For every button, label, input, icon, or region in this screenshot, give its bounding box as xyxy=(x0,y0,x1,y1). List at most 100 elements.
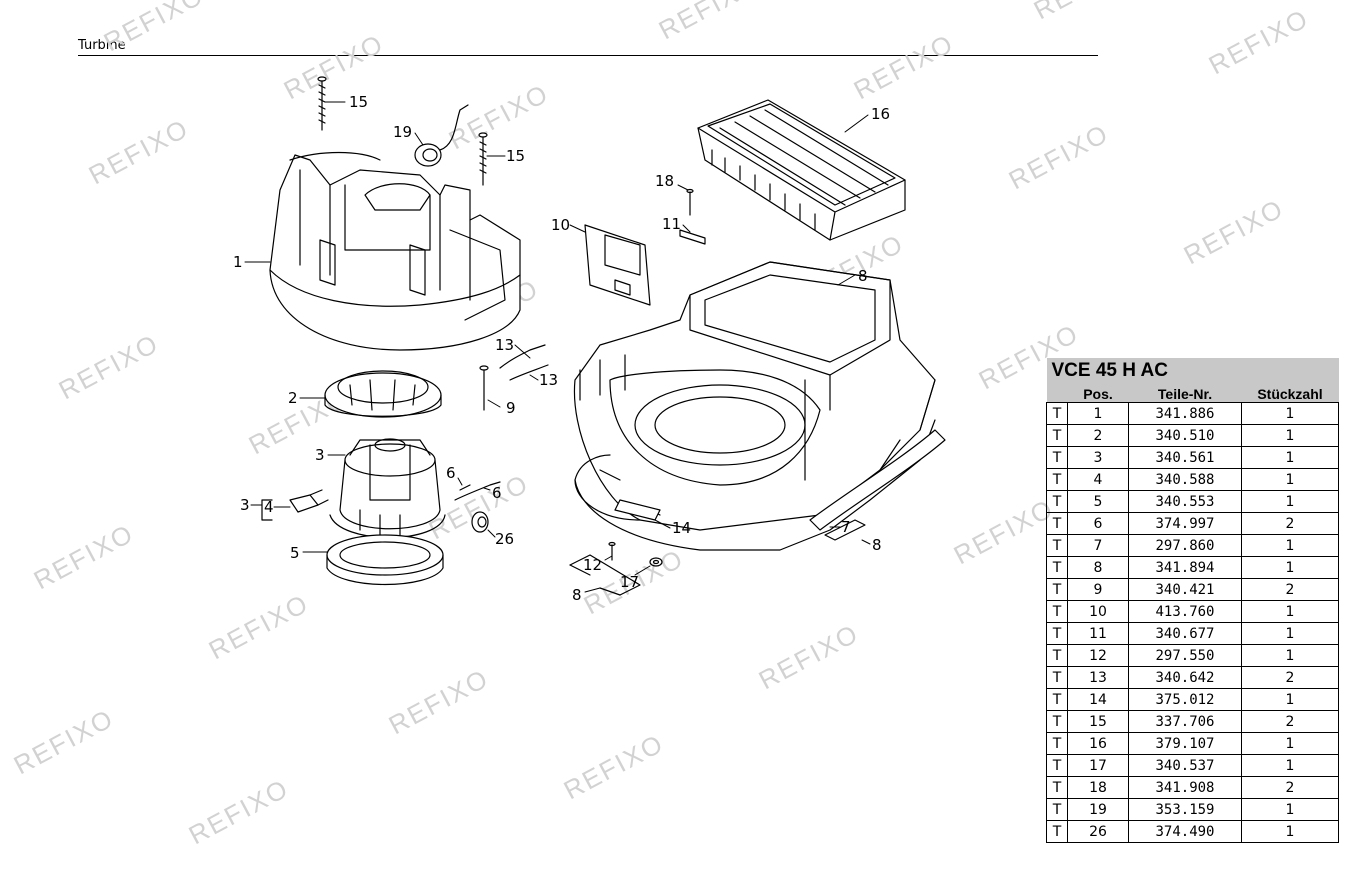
watermark-text: REFIXO xyxy=(204,588,314,666)
part-number-cell: 375.012 xyxy=(1128,688,1242,711)
callout-label: 12 xyxy=(583,556,602,574)
watermark-text: REFIXO xyxy=(1179,193,1289,271)
position-cell: 2 xyxy=(1067,424,1129,447)
part-number-cell: 374.490 xyxy=(1128,820,1242,843)
quantity-cell: 1 xyxy=(1241,732,1339,755)
position-cell: 5 xyxy=(1067,490,1129,513)
watermark-text: REFIXO xyxy=(754,618,864,696)
model-name: VCE 45 H AC xyxy=(1046,358,1242,382)
callout-label: 3 xyxy=(315,446,325,464)
callout-label: 1 xyxy=(233,253,243,271)
watermark-text: REFIXO xyxy=(1004,118,1114,196)
part-number-cell: 340.588 xyxy=(1128,468,1242,491)
watermark-text: REFIXO xyxy=(99,0,209,57)
watermark-text: REFIXO xyxy=(849,28,959,106)
quantity-cell: 2 xyxy=(1241,666,1339,689)
position-cell: 18 xyxy=(1067,776,1129,799)
callout-label: 8 xyxy=(872,536,882,554)
row-type-cell: T xyxy=(1046,490,1068,513)
quantity-cell: 2 xyxy=(1241,512,1339,535)
seal-part xyxy=(809,429,946,531)
position-cell: 12 xyxy=(1067,644,1129,667)
position-cell: 17 xyxy=(1067,754,1129,777)
row-type-cell: T xyxy=(1046,732,1068,755)
callout-label: 16 xyxy=(871,105,890,123)
base-housing-part xyxy=(573,261,936,551)
parts-table-header: Pos. Teile-Nr. Stückzahl xyxy=(1046,382,1339,403)
watermark-text: REFIXO xyxy=(9,703,119,781)
page-title: Turbine xyxy=(78,38,126,53)
position-cell: 19 xyxy=(1067,798,1129,821)
position-cell: 26 xyxy=(1067,820,1129,843)
position-cell: 3 xyxy=(1067,446,1129,469)
screw-9-part xyxy=(479,365,489,411)
screw-part xyxy=(317,76,327,131)
callout-label: 8 xyxy=(572,586,582,604)
watermark-text: REFIXO xyxy=(1029,0,1139,25)
column-header-quantity: Stückzahl xyxy=(1241,382,1339,403)
part-number-cell: 340.642 xyxy=(1128,666,1242,689)
quantity-cell: 1 xyxy=(1241,798,1339,821)
position-cell: 11 xyxy=(1067,622,1129,645)
row-type-cell: T xyxy=(1046,468,1068,491)
motor-seal-part xyxy=(326,534,444,586)
connector-part xyxy=(261,489,329,521)
watermark-text: REFIXO xyxy=(949,493,1059,571)
row-type-cell: T xyxy=(1046,446,1068,469)
callout-label: 13 xyxy=(539,371,558,389)
clip-part xyxy=(679,188,706,245)
part-number-cell: 379.107 xyxy=(1128,732,1242,755)
callout-label: 3 xyxy=(240,496,250,514)
position-cell: 1 xyxy=(1067,402,1129,425)
part-number-cell: 341.894 xyxy=(1128,556,1242,579)
part-number-cell: 340.537 xyxy=(1128,754,1242,777)
part-number-cell: 297.550 xyxy=(1128,644,1242,667)
position-cell: 9 xyxy=(1067,578,1129,601)
quantity-cell: 1 xyxy=(1241,820,1339,843)
row-type-cell: T xyxy=(1046,688,1068,711)
row-type-cell: T xyxy=(1046,402,1068,425)
group-bracket xyxy=(569,519,866,596)
watermark-text: REFIXO xyxy=(1204,3,1314,81)
row-type-cell: T xyxy=(1046,666,1068,689)
callout-label: 18 xyxy=(655,172,674,190)
part-number-cell: 340.510 xyxy=(1128,424,1242,447)
watermark-text: REFIXO xyxy=(54,328,164,406)
row-type-cell: T xyxy=(1046,512,1068,535)
callout-label: 17 xyxy=(620,573,639,591)
callout-label: 4 xyxy=(264,498,274,516)
watermark-text: REFIXO xyxy=(424,468,534,546)
callout-label: 10 xyxy=(551,216,570,234)
part-number-cell: 340.553 xyxy=(1128,490,1242,513)
cable-6-part xyxy=(454,481,501,501)
row-type-cell: T xyxy=(1046,644,1068,667)
part-number-cell: 353.159 xyxy=(1128,798,1242,821)
callout-label: 7 xyxy=(841,518,851,536)
watermark-text: REFIXO xyxy=(29,518,139,596)
position-cell: 16 xyxy=(1067,732,1129,755)
part-number-cell: 340.421 xyxy=(1128,578,1242,601)
quantity-cell: 1 xyxy=(1241,446,1339,469)
part-number-cell: 341.908 xyxy=(1128,776,1242,799)
position-cell: 8 xyxy=(1067,556,1129,579)
row-type-cell: T xyxy=(1046,798,1068,821)
motor-ring-part xyxy=(324,370,442,418)
part-number-cell: 297.860 xyxy=(1128,534,1242,557)
row-type-cell: T xyxy=(1046,424,1068,447)
callout-label: 14 xyxy=(672,519,691,537)
position-cell: 7 xyxy=(1067,534,1129,557)
callout-label: 19 xyxy=(393,123,412,141)
